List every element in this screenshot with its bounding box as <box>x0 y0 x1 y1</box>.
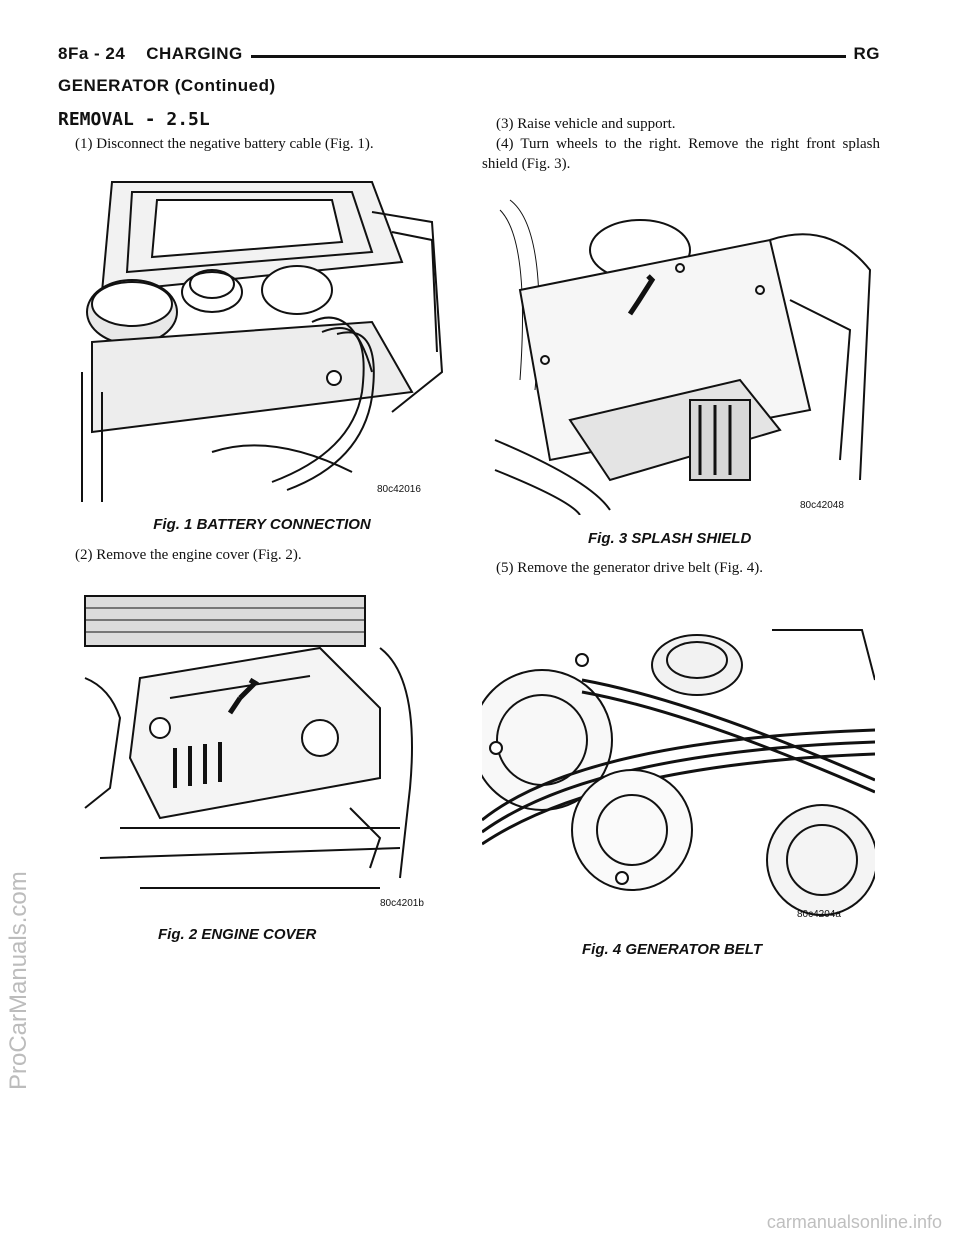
figure-1-code: 80c42016 <box>377 484 421 495</box>
section-title: REMOVAL - 2.5L <box>58 109 210 130</box>
header-rule <box>58 55 880 58</box>
step-3: (3) Raise vehicle and support. <box>496 116 676 132</box>
figure-3-code: 80c42048 <box>800 500 844 511</box>
figure-1-caption: Fig. 1 BATTERY CONNECTION <box>153 516 371 533</box>
header-section-code: 8Fa - 24 <box>58 44 126 63</box>
page-header: 8Fa - 24 CHARGING RG <box>58 44 880 72</box>
header-section: 8Fa - 24 CHARGING <box>58 44 251 64</box>
watermark-side[interactable]: ProCarManuals.com <box>5 871 32 1090</box>
figure-4-caption: Fig. 4 GENERATOR BELT <box>582 941 763 958</box>
header-section-name: CHARGING <box>146 44 243 63</box>
watermark-bottom[interactable]: carmanualsonline.info <box>766 1212 942 1232</box>
figure-3-image: 80c42048 <box>490 180 875 515</box>
step-5: (5) Remove the generator drive belt (Fig… <box>496 560 763 576</box>
step-2: (2) Remove the engine cover (Fig. 2). <box>75 547 302 563</box>
header-model-code: RG <box>845 44 880 64</box>
figure-2-image: 80c4201b <box>80 588 452 913</box>
figure-2-code: 80c4201b <box>380 898 424 909</box>
figure-3-caption: Fig. 3 SPLASH SHIELD <box>588 530 752 547</box>
step-1: (1) Disconnect the negative battery cabl… <box>75 136 374 152</box>
continued-title: GENERATOR (Continued) <box>58 76 276 95</box>
figure-4-code: 80c4204a <box>797 909 841 920</box>
step-4: (4) Turn wheels to the right. Remove the… <box>482 136 880 172</box>
figure-2-caption: Fig. 2 ENGINE COVER <box>158 926 317 943</box>
figure-4-image: 80c4204a <box>482 620 875 920</box>
figure-1-image: 80c42016 <box>72 172 452 512</box>
